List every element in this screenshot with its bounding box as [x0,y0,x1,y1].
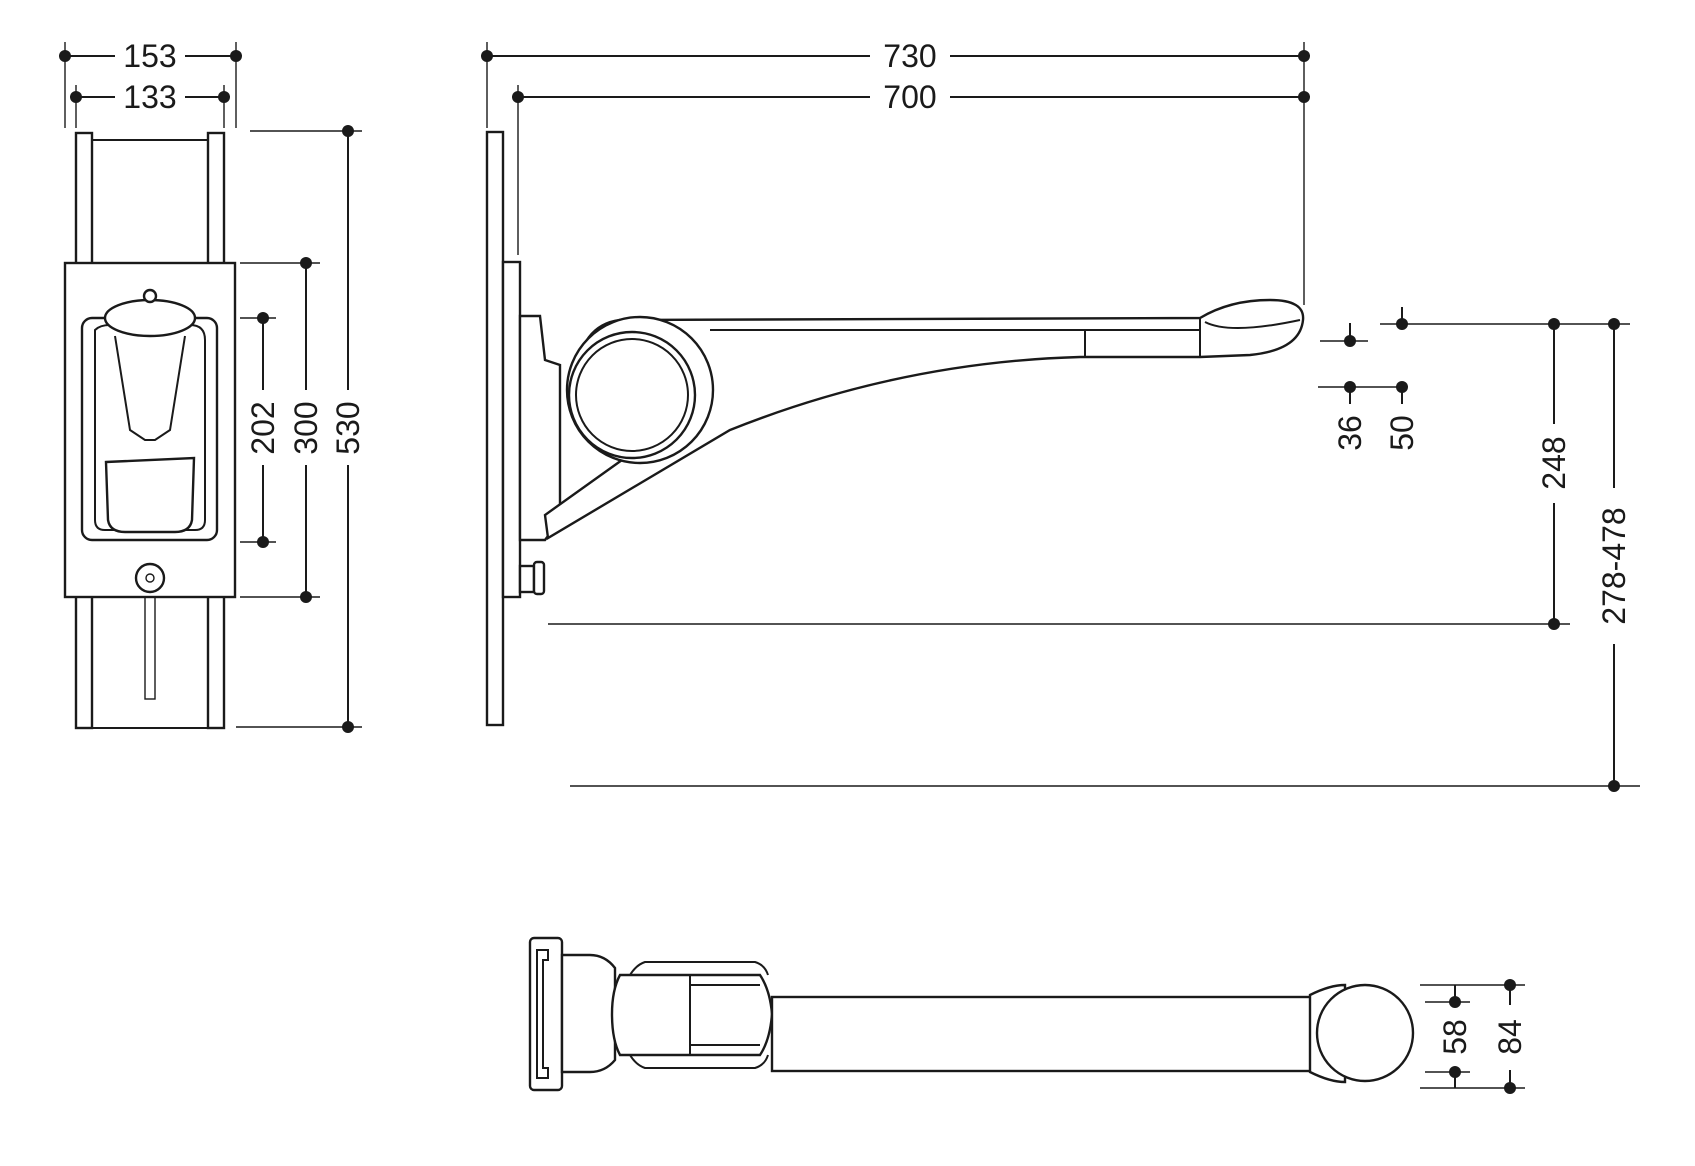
dim-label-530: 530 [330,401,366,454]
dim-label-153: 153 [123,38,176,74]
dim-133: 133 [70,79,230,128]
dim-84: 84 [1420,979,1528,1094]
wall-rail [485,130,505,727]
dim-label-300: 300 [288,401,324,454]
front-view: 153 133 202 300 530 [59,38,366,733]
dim-278-478: 278-478 [570,318,1640,792]
dim-700: 700 [512,79,1310,255]
top-view: 58 84 [528,936,1528,1094]
dim-label-84: 84 [1492,1019,1528,1055]
dim-label-50: 50 [1384,415,1420,451]
dim-label-36: 36 [1332,415,1368,451]
dim-153: 153 [59,38,242,128]
pivot-housing [610,973,774,1057]
dim-730: 730 [481,38,1310,305]
dim-530: 530 [236,125,366,733]
dim-248: 248 [548,318,1572,630]
dim-36: 36 [1318,323,1405,451]
dim-label-700: 700 [883,79,936,115]
dim-label-278-478: 278-478 [1596,507,1632,624]
adjust-knob [134,562,166,594]
arm-tube [770,995,1314,1073]
dim-label-730: 730 [883,38,936,74]
dim-label-202: 202 [245,401,281,454]
dim-50: 50 [1380,307,1630,451]
dim-label-133: 133 [123,79,176,115]
dim-label-58: 58 [1437,1019,1473,1055]
side-view: 730 700 36 50 248 [481,38,1640,792]
arm-end-cap [1315,983,1415,1083]
dim-label-248: 248 [1536,436,1572,489]
dim-58: 58 [1425,985,1473,1088]
dim-202: 202 [240,312,281,548]
dim-300: 300 [240,257,324,603]
